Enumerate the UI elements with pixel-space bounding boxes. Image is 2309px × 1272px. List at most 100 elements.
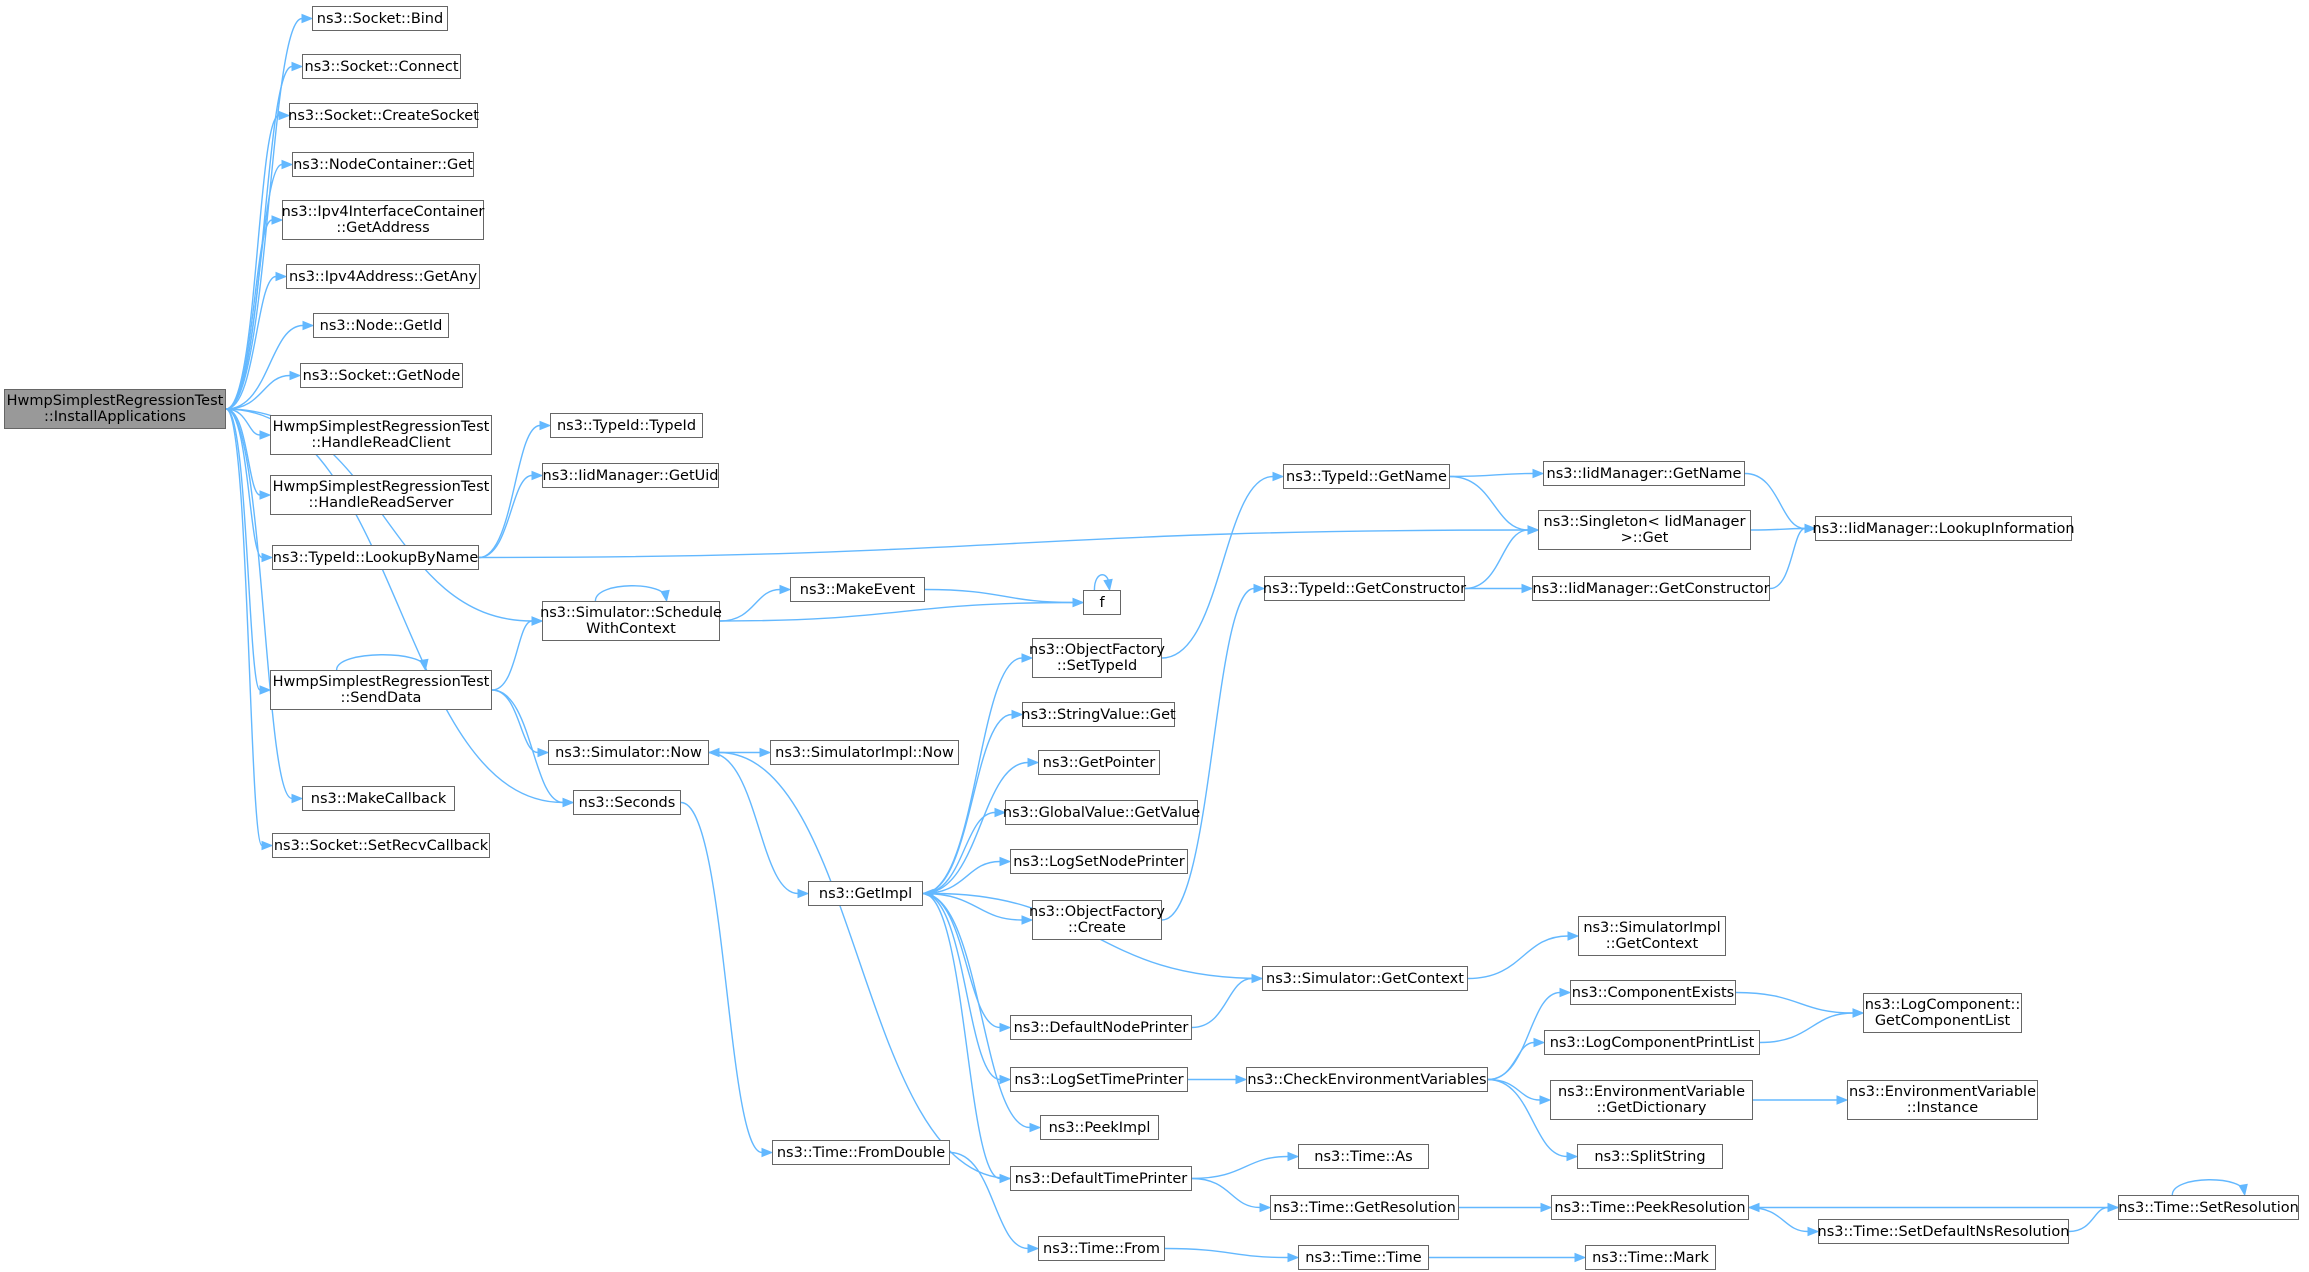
edge-arrowhead xyxy=(419,658,429,672)
node-label: WithContext xyxy=(586,621,676,637)
edge-time-fromdouble-to-time-from xyxy=(949,1151,1029,1250)
node-label: ns3::IidManager::GetConstructor xyxy=(1532,580,1770,597)
node-socket-bind[interactable]: ns3::Socket::Bind xyxy=(312,6,448,31)
node-singleton-get[interactable]: ns3::Singleton< IidManager >::Get xyxy=(1538,510,1751,550)
node-time-time[interactable]: ns3::Time::Time xyxy=(1298,1245,1429,1270)
node-label: ::SetTypeId xyxy=(1056,658,1138,674)
node-simulatorimpl-getcontext[interactable]: ns3::SimulatorImpl::GetContext xyxy=(1578,916,1726,956)
node-label: ::GetAddress xyxy=(336,220,430,236)
node-label: ns3::GetPointer xyxy=(1042,754,1156,771)
node-getpointer[interactable]: ns3::GetPointer xyxy=(1038,750,1160,775)
node-componentexists[interactable]: ns3::ComponentExists xyxy=(1570,980,1736,1005)
node-time-fromdouble[interactable]: ns3::Time::FromDouble xyxy=(772,1140,950,1165)
edge-arrowhead xyxy=(1804,523,1817,534)
node-makeevent[interactable]: ns3::MakeEvent xyxy=(790,577,925,602)
node-environmentvariable-instance[interactable]: ns3::EnvironmentVariable::Instance xyxy=(1847,1080,2038,1120)
node-socket-setrecvcallback[interactable]: ns3::Socket::SetRecvCallback xyxy=(272,833,490,858)
node-defaultnodeprinter[interactable]: ns3::DefaultNodePrinter xyxy=(1010,1015,1192,1040)
edge-arrowhead xyxy=(1027,757,1040,768)
node-objectfactory-settypeid[interactable]: ns3::ObjectFactory::SetTypeId xyxy=(1029,638,1165,678)
node-time-peekresolution[interactable]: ns3::Time::PeekResolution xyxy=(1551,1195,1749,1220)
node-getimpl[interactable]: ns3::GetImpl xyxy=(808,881,923,906)
edge-arrowhead xyxy=(1272,471,1285,482)
node-ipv4interfacecontainer-getaddress[interactable]: ns3::Ipv4InterfaceContainer::GetAddress xyxy=(282,200,484,240)
edge-arrowhead xyxy=(779,584,792,595)
node-label: >::Get xyxy=(1620,530,1669,546)
edge-arrowhead xyxy=(999,1022,1012,1033)
node-socket-getnode[interactable]: ns3::Socket::GetNode xyxy=(300,363,463,388)
node-label: ns3::Seconds xyxy=(578,794,676,811)
edge-arrowhead xyxy=(291,793,304,804)
node-iidmanager-lookupinformation[interactable]: ns3::IidManager::LookupInformation xyxy=(1812,516,2075,541)
node-label: ::InstallApplications xyxy=(44,409,186,425)
node-simulatorimpl-now[interactable]: ns3::SimulatorImpl::Now xyxy=(770,740,959,765)
node-globalvalue-getvalue[interactable]: ns3::GlobalValue::GetValue xyxy=(1003,800,1200,825)
node-handlereadserver[interactable]: HwmpSimplestRegressionTest::HandleReadSe… xyxy=(270,475,492,515)
edge-arrowhead xyxy=(1021,915,1034,925)
node-node-getid[interactable]: ns3::Node::GetId xyxy=(313,313,449,338)
node-time-as[interactable]: ns3::Time::As xyxy=(1298,1144,1429,1169)
node-typeid-typeid[interactable]: ns3::TypeId::TypeId xyxy=(550,413,703,438)
edge-arrowhead xyxy=(278,110,291,121)
edge-senddata-to-senddata xyxy=(335,654,427,671)
edge-defaultnodeprinter-to-simulator-getcontext xyxy=(1191,977,1253,1029)
node-splitstring[interactable]: ns3::SplitString xyxy=(1577,1144,1723,1169)
node-typeid-getconstructor[interactable]: ns3::TypeId::GetConstructor xyxy=(1263,576,1466,601)
node-logcomponent-getcomponentlist[interactable]: ns3::LogComponent::GetComponentList xyxy=(1863,993,2022,1033)
node-time-from[interactable]: ns3::Time::From xyxy=(1038,1236,1165,1261)
node-label: ns3::MakeCallback xyxy=(310,790,447,807)
node-defaulttimeprinter[interactable]: ns3::DefaultTimePrinter xyxy=(1010,1166,1192,1191)
node-time-mark[interactable]: ns3::Time::Mark xyxy=(1585,1245,1716,1270)
node-iidmanager-getname[interactable]: ns3::IidManager::GetName xyxy=(1543,461,1745,486)
edge-checkenvironmentvariables-to-splitstring xyxy=(1487,1078,1568,1158)
edge-seconds-to-time-fromdouble xyxy=(680,801,763,1154)
node-environmentvariable-getdictionary[interactable]: ns3::EnvironmentVariable::GetDictionary xyxy=(1550,1080,1753,1120)
node-typeid-getname[interactable]: ns3::TypeId::GetName xyxy=(1283,464,1450,489)
node-objectfactory-create[interactable]: ns3::ObjectFactory::Create xyxy=(1029,900,1165,940)
node-label: ns3::Socket::Bind xyxy=(316,10,444,27)
node-iidmanager-getconstructor[interactable]: ns3::IidManager::GetConstructor xyxy=(1532,576,1770,601)
node-time-getresolution[interactable]: ns3::Time::GetResolution xyxy=(1270,1195,1459,1220)
node-logsettimeprinter[interactable]: ns3::LogSetTimePrinter xyxy=(1010,1067,1188,1092)
node-iidmanager-getuid[interactable]: ns3::IidManager::GetUid xyxy=(542,463,719,488)
node-logsetnodeprinter[interactable]: ns3::LogSetNodePrinter xyxy=(1010,849,1188,874)
node-simulator-getcontext[interactable]: ns3::Simulator::GetContext xyxy=(1262,966,1468,991)
edge-root-to-senddata xyxy=(225,408,261,691)
edge-arrowhead xyxy=(531,470,544,481)
node-label: ::Create xyxy=(1068,920,1126,936)
edge-arrowhead xyxy=(259,490,272,500)
node-label: ::SendData xyxy=(340,690,422,706)
edge-arrowhead xyxy=(281,159,294,170)
node-typeid-lookupbyname[interactable]: ns3::TypeId::LookupByName xyxy=(272,545,479,570)
node-stringvalue-get[interactable]: ns3::StringValue::Get xyxy=(1021,702,1176,727)
node-simulator-now[interactable]: ns3::Simulator::Now xyxy=(548,740,709,765)
node-time-setresolution[interactable]: ns3::Time::SetResolution xyxy=(2118,1195,2299,1220)
node-socket-connect[interactable]: ns3::Socket::Connect xyxy=(302,54,461,79)
node-handlereadclient[interactable]: HwmpSimplestRegressionTest::HandleReadCl… xyxy=(270,415,492,455)
edge-senddata-to-seconds xyxy=(491,689,564,804)
edge-time-setresolution-to-time-setresolution xyxy=(2171,1179,2246,1196)
node-label: ns3::SimulatorImpl xyxy=(1583,920,1721,936)
node-label: ns3::Simulator::Schedule xyxy=(540,605,722,621)
node-time-setdefaultnsresolution[interactable]: ns3::Time::SetDefaultNsResolution xyxy=(1818,1219,2069,1244)
edge-getimpl-to-globalvalue-getvalue xyxy=(922,811,996,895)
node-senddata[interactable]: HwmpSimplestRegressionTest::SendData xyxy=(270,670,492,710)
node-logcomponentprintlist[interactable]: ns3::LogComponentPrintList xyxy=(1544,1030,1760,1055)
node-label: ::GetDictionary xyxy=(1596,1100,1707,1116)
node-makecallback[interactable]: ns3::MakeCallback xyxy=(302,786,455,811)
node-ipv4address-getany[interactable]: ns3::Ipv4Address::GetAny xyxy=(286,264,480,289)
edge-getimpl-to-objectfactory-create xyxy=(922,892,1023,921)
edge-componentexists-to-logcomponent-getcomponentlist xyxy=(1735,991,1854,1014)
edge-singleton-get-to-iidmanager-lookupinformation xyxy=(1750,527,1806,531)
edge-getimpl-to-logsetnodeprinter xyxy=(922,860,1001,895)
node-label: ns3::Time::SetDefaultNsResolution xyxy=(1817,1223,2070,1240)
node-seconds[interactable]: ns3::Seconds xyxy=(573,790,681,815)
edge-root-to-socket-setrecvcallback xyxy=(225,408,263,847)
node-socket-createsocket[interactable]: ns3::Socket::CreateSocket xyxy=(288,103,479,128)
node-checkenvironmentvariables[interactable]: ns3::CheckEnvironmentVariables xyxy=(1246,1067,1488,1092)
edge-arrowhead xyxy=(537,747,550,758)
node-f[interactable]: f xyxy=(1083,590,1121,615)
node-nodecontainer-get[interactable]: ns3::NodeContainer::Get xyxy=(292,152,474,177)
node-peekimpl[interactable]: ns3::PeekImpl xyxy=(1040,1115,1159,1140)
